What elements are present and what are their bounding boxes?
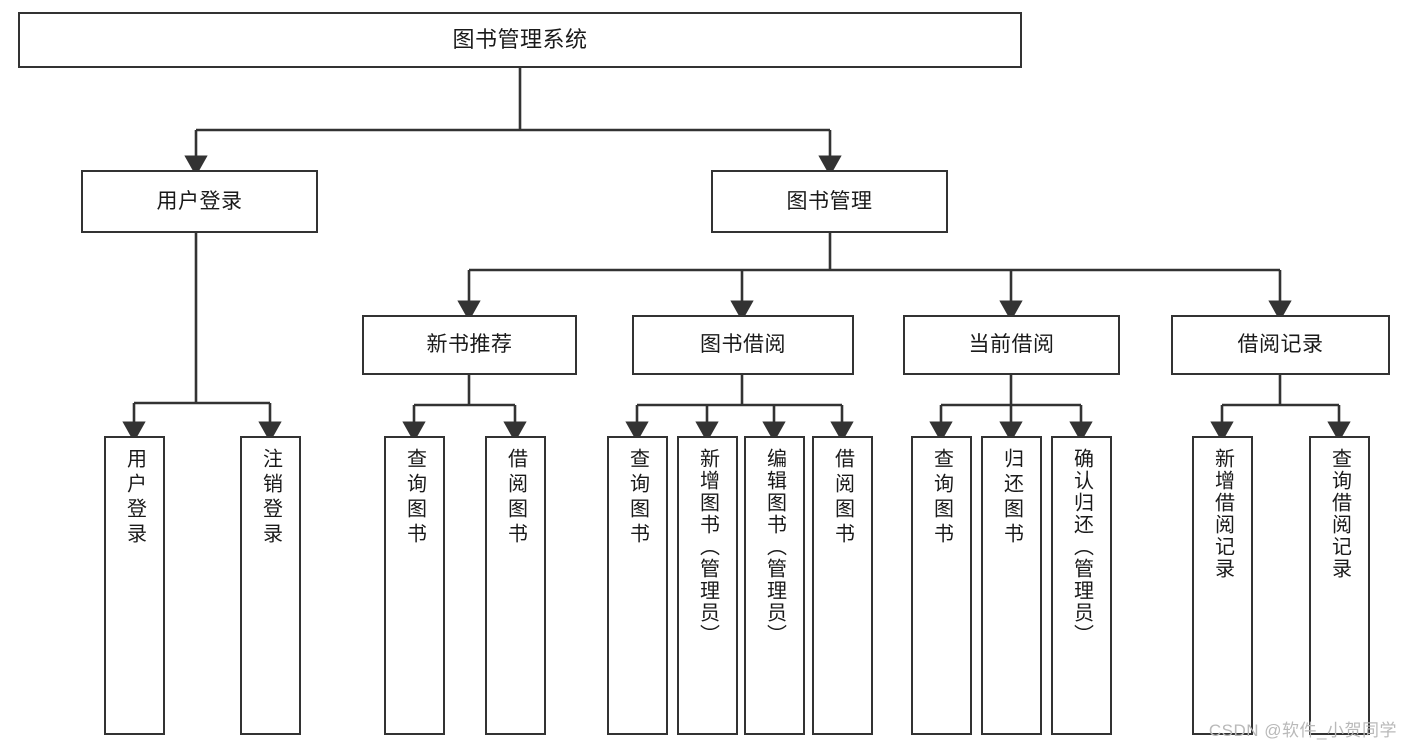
node-root-system[interactable]: 图书管理系统 <box>18 12 1022 68</box>
watermark: CSDN @软件_小贺同学 <box>1208 721 1397 740</box>
node-label: 当前借阅 <box>968 333 1055 357</box>
node-label: 借阅记录 <box>1237 333 1324 357</box>
leaf-add-borrow-record[interactable]: 新增借阅记录 <box>1192 436 1253 735</box>
node-label: 查询图书 <box>403 448 426 548</box>
node-label: 图书借阅 <box>700 333 786 357</box>
leaf-user-login[interactable]: 用户登录 <box>104 436 165 735</box>
leaf-borrow-book[interactable]: 借阅图书 <box>812 436 873 735</box>
node-label: 查询借阅记录 <box>1328 448 1351 580</box>
node-new-book-recommend[interactable]: 新书推荐 <box>362 315 577 375</box>
leaf-logout[interactable]: 注销登录 <box>240 436 301 735</box>
leaf-return-book[interactable]: 归还图书 <box>981 436 1042 735</box>
node-label: 新书推荐 <box>426 333 513 357</box>
leaf-query-borrow-record[interactable]: 查询借阅记录 <box>1309 436 1370 735</box>
node-label: 新增图书（管理员） <box>696 448 719 646</box>
node-label: 注销登录 <box>259 448 282 548</box>
leaf-query-book-borrow[interactable]: 查询图书 <box>607 436 668 735</box>
node-borrow-record[interactable]: 借阅记录 <box>1171 315 1390 375</box>
node-label: 图书管理 <box>786 189 873 213</box>
leaf-borrow-book-recommend[interactable]: 借阅图书 <box>485 436 546 735</box>
node-label: 确认归还（管理员） <box>1070 448 1093 646</box>
node-label: 借阅图书 <box>504 448 527 548</box>
leaf-add-book-admin[interactable]: 新增图书（管理员） <box>677 436 738 735</box>
node-label: 图书管理系统 <box>452 26 588 52</box>
node-label: 用户登录 <box>123 448 146 548</box>
node-label: 用户登录 <box>156 189 243 213</box>
leaf-query-book-recommend[interactable]: 查询图书 <box>384 436 445 735</box>
node-book-borrow[interactable]: 图书借阅 <box>632 315 854 375</box>
node-label: 编辑图书（管理员） <box>763 448 786 646</box>
node-label: 借阅图书 <box>831 448 854 548</box>
node-user-login[interactable]: 用户登录 <box>81 170 318 233</box>
leaf-query-book-current[interactable]: 查询图书 <box>911 436 972 735</box>
leaf-edit-book-admin[interactable]: 编辑图书（管理员） <box>744 436 805 735</box>
node-label: 归还图书 <box>1000 448 1023 548</box>
leaf-confirm-return-admin[interactable]: 确认归还（管理员） <box>1051 436 1112 735</box>
node-label: 新增借阅记录 <box>1211 448 1234 580</box>
node-current-borrow[interactable]: 当前借阅 <box>903 315 1120 375</box>
node-book-management[interactable]: 图书管理 <box>711 170 948 233</box>
node-label: 查询图书 <box>626 448 649 548</box>
node-label: 查询图书 <box>930 448 953 548</box>
